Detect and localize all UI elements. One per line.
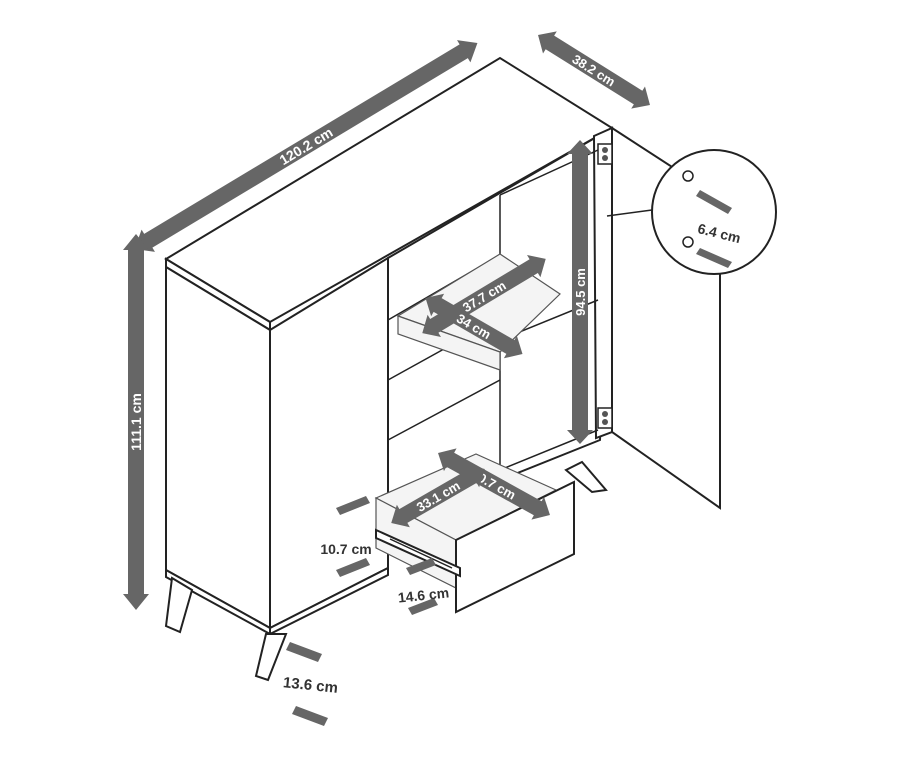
inner-height-label: 94.5 cm <box>573 268 588 316</box>
drawer-height-arrow-top <box>336 496 370 515</box>
hinge-bottom <box>597 407 613 429</box>
inner-height-arrow <box>567 140 593 444</box>
cabinet-right-edge <box>592 126 613 440</box>
height-arrow <box>123 234 149 610</box>
hinge-top <box>597 143 613 165</box>
drawer-width-arrow <box>438 448 550 520</box>
drawer-front-height-label: 14.6 cm <box>397 584 450 605</box>
depth-arrow <box>538 31 650 109</box>
drawer-height-label: 10.7 cm <box>320 541 371 557</box>
interior-line-3 <box>387 379 501 441</box>
hinge-spacing-arrow-top <box>696 190 732 214</box>
detail-leader-line <box>606 209 653 217</box>
leg-front-left <box>164 576 194 634</box>
drawer-rail-detail <box>389 538 453 569</box>
dimension-height: 111.1 cm <box>123 234 149 610</box>
dimension-inner-height: 94.5 cm <box>567 140 593 444</box>
leg-front-center <box>254 633 288 682</box>
cabinet-left-side <box>165 265 271 630</box>
leg-height-label: 13.6 cm <box>282 674 339 697</box>
hinge-bottom-screw-2 <box>602 419 608 425</box>
drawer-front-arrow-bottom <box>408 598 438 615</box>
hinge-top-screw-2 <box>602 155 608 161</box>
width-arrow <box>134 40 478 252</box>
drawer-front-arrow-top <box>406 558 436 575</box>
drawer-height-arrow-bottom <box>336 558 370 577</box>
cabinet-bottom-front <box>269 566 389 636</box>
detail-hole-bottom <box>682 236 694 248</box>
detail-hole-top <box>682 170 694 182</box>
left-door <box>269 256 389 630</box>
dimension-drawer-front-height: 14.6 cm <box>397 558 450 615</box>
leg-height-arrow-bottom <box>292 706 328 726</box>
dimension-leg-height: 13.6 cm <box>282 642 339 726</box>
hinge-bottom-screw <box>602 411 608 417</box>
depth-label: 38.2 cm <box>570 51 618 89</box>
height-label: 111.1 cm <box>128 393 144 451</box>
hinge-top-screw <box>602 147 608 153</box>
legs <box>164 460 608 682</box>
dimension-drawer-height: 10.7 cm <box>320 496 372 577</box>
shelf-depth-arrow <box>425 293 523 359</box>
hinge-detail-callout <box>606 149 777 275</box>
drawer-depth-arrow <box>391 464 485 528</box>
leg-back-right <box>564 460 608 494</box>
cabinet-body <box>164 56 614 636</box>
leg-height-arrow-top <box>286 642 322 662</box>
hinge-spacing-arrow-bottom <box>696 248 732 268</box>
